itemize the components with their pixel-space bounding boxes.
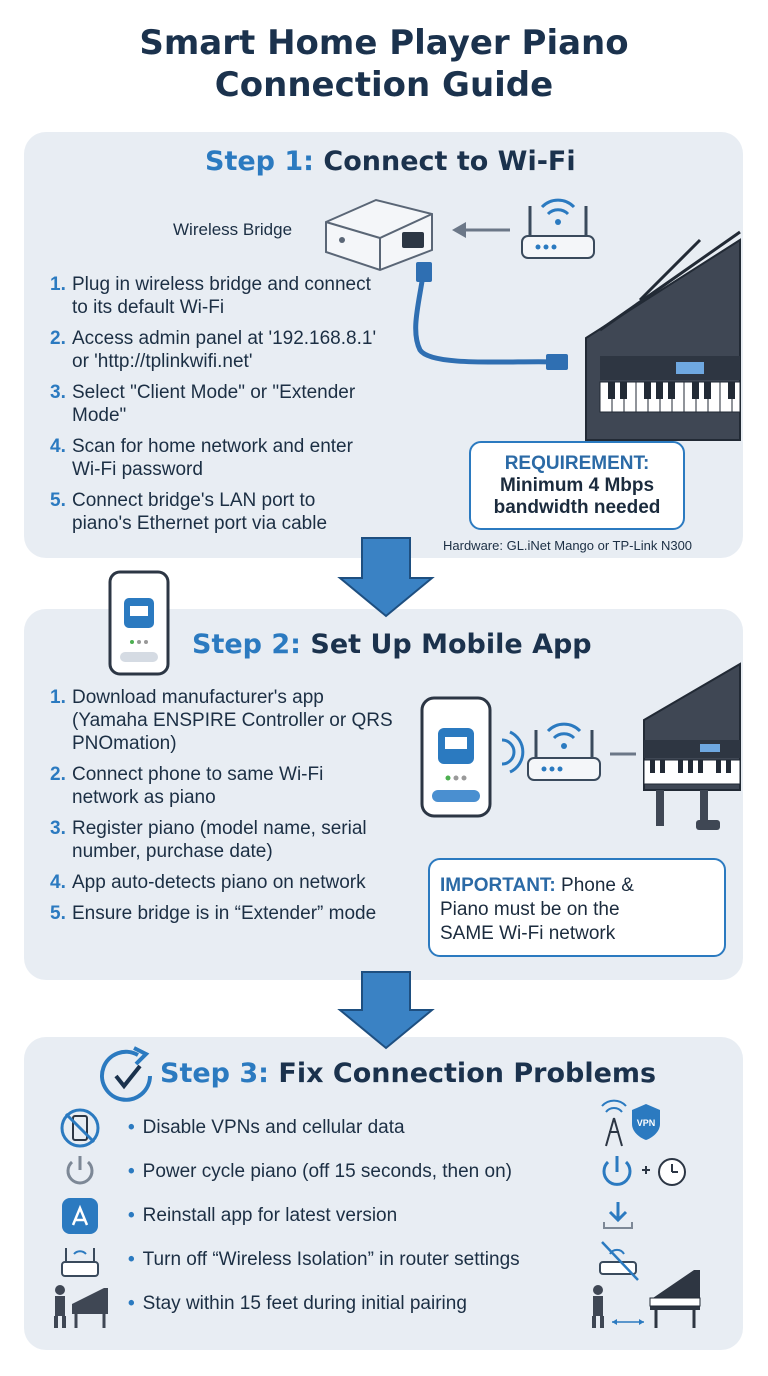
list-item: 3.Select "Client Mode" or "Extender Mode…: [50, 382, 356, 426]
step2-title: Step 2: Set Up Mobile App: [192, 629, 592, 660]
router-icon: [527, 722, 601, 781]
tower-vpn-icon: [601, 1099, 660, 1147]
vpn-badge-text: VPN: [637, 1118, 656, 1128]
important-text: IMPORTANT: Phone & Piano must be on the …: [440, 874, 660, 946]
requirement-text: Minimum 4 Mbps bandwidth needed: [493, 475, 661, 518]
signal-waves-icon: [501, 730, 525, 774]
download-icon: [603, 1202, 633, 1229]
router-off-icon: [599, 1241, 639, 1281]
list-item: 2.Connect phone to same Wi-Fi network as…: [50, 764, 324, 808]
requirement-heading: REQUIREMENT:: [504, 453, 650, 474]
step2-number: Step 2:: [192, 629, 301, 660]
down-arrow-icon: [337, 971, 435, 1050]
list-item: 4.Scan for home network and enter Wi-Fi …: [50, 436, 353, 480]
hardware-note: Hardware: GL.iNet Mango or TP-Link N300: [443, 538, 693, 553]
step1-number: Step 1:: [205, 146, 314, 177]
list-item: •Stay within 15 feet during initial pair…: [128, 1293, 467, 1314]
ethernet-cable-icon: [413, 262, 568, 370]
important-box: IMPORTANT: Phone & Piano must be on the …: [428, 858, 726, 957]
list-item: 3.Register piano (model name, serial num…: [50, 818, 367, 862]
list-item: 5.Ensure bridge is in “Extender” mode: [50, 903, 377, 924]
list-item: •Turn off “Wireless Isolation” in router…: [128, 1249, 520, 1270]
title-line-1: Smart Home Player Piano: [139, 23, 629, 63]
down-arrow-icon: [337, 537, 435, 618]
list-item: •Reinstall app for latest version: [128, 1205, 398, 1226]
power-plus-timer-icon: [602, 1156, 686, 1186]
router-icon: [61, 1248, 99, 1277]
list-item: •Power cycle piano (off 15 seconds, then…: [128, 1161, 512, 1182]
list-item: 5.Connect bridge's LAN port to piano's E…: [50, 490, 328, 534]
list-item: •Disable VPNs and cellular data: [128, 1117, 405, 1138]
refresh-check-icon: [100, 1046, 152, 1102]
power-icon: [66, 1156, 94, 1185]
wireless-bridge-label: Wireless Bridge: [173, 220, 293, 239]
step3-title-text: Fix Connection Problems: [278, 1058, 657, 1089]
grand-piano-icon: [585, 230, 741, 441]
list-item: 2.Access admin panel at '192.168.8.1' or…: [50, 328, 377, 372]
fix-list: •Disable VPNs and cellular data •Power c…: [128, 1114, 520, 1334]
title-line-2: Connection Guide: [214, 65, 554, 105]
no-phone-icon: [60, 1108, 100, 1148]
phone-icon: [420, 696, 492, 818]
step2-list: 1.Download manufacturer's app (Yamaha EN…: [50, 686, 395, 933]
step2-title-text: Set Up Mobile App: [310, 629, 592, 660]
list-item: 1.Plug in wireless bridge and connect to…: [50, 274, 371, 318]
wireless-bridge-icon: [325, 198, 433, 272]
important-body: Phone & Piano must be on the SAME Wi-Fi …: [440, 875, 634, 944]
router-icon: [521, 198, 595, 259]
list-item: 4.App auto-detects piano on network: [50, 872, 366, 893]
app-store-icon: [62, 1198, 98, 1234]
person-distance-piano-icon: [592, 1270, 701, 1328]
step1-list: 1.Plug in wireless bridge and connect to…: [50, 273, 380, 543]
step3-title: Step 3: Fix Connection Problems: [160, 1058, 656, 1089]
person-piano-icon: [54, 1285, 108, 1328]
list-item: 1.Download manufacturer's app (Yamaha EN…: [50, 687, 393, 754]
arrow-left-icon: [452, 222, 510, 238]
requirement-box: REQUIREMENT: Minimum 4 Mbps bandwidth ne…: [469, 441, 685, 530]
step3-number: Step 3:: [160, 1058, 269, 1089]
step1-title: Step 1: Connect to Wi-Fi: [205, 146, 576, 177]
page-title: Smart Home Player Piano Connection Guide: [0, 22, 768, 106]
step1-title-text: Connect to Wi-Fi: [323, 146, 576, 177]
phone-app-icon: [108, 570, 170, 676]
grand-piano-icon: [643, 662, 741, 830]
important-heading: IMPORTANT:: [440, 875, 556, 896]
